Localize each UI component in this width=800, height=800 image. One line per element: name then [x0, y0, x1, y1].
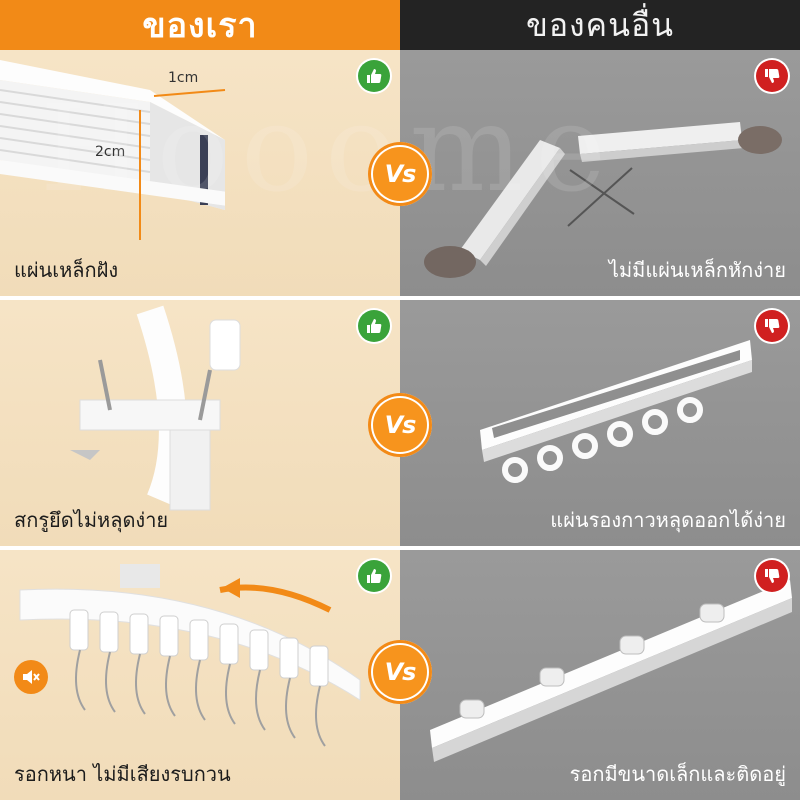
vs-badge: Vs — [368, 393, 432, 457]
row-divider — [0, 546, 800, 550]
header-ours-title: ของเรา — [142, 6, 258, 46]
caption-ours-thick-rollers: รอกหนา ไม่มีเสียงรบกวน — [14, 762, 231, 786]
caption-ours-steel-plate: แผ่นเหล็กฝัง — [14, 258, 119, 282]
small-rollers-image — [430, 580, 792, 762]
dim-height-label: 2cm — [95, 144, 126, 160]
thumbs-up-icon — [358, 560, 390, 592]
panel-ours-screw-mount: สกรูยึดไม่หลุดง่าย — [0, 300, 400, 546]
screw-mount-image — [70, 305, 241, 511]
thumbs-down-icon — [756, 560, 788, 592]
panel-theirs-adhesive-rail: แผ่นรองกาวหลุดออกได้ง่าย — [400, 300, 800, 546]
broken-rail-image — [424, 122, 782, 278]
thumbs-down-icon — [756, 60, 788, 92]
adhesive-rail-image — [480, 340, 752, 483]
thumbs-down-icon — [756, 310, 788, 342]
dim-width-label: 1cm — [168, 70, 199, 86]
mute-speaker-icon — [14, 660, 48, 694]
vs-label: Vs — [384, 658, 417, 686]
panel-theirs-small-rollers: รอกมีขนาดเล็กและติดอยู่ — [400, 550, 800, 800]
vs-badge: Vs — [368, 640, 432, 704]
thumbs-up-icon — [358, 60, 390, 92]
vs-label: Vs — [384, 411, 417, 439]
header-ours: ของเรา — [0, 0, 400, 50]
panel-ours-steel-plate: 1cm 2cm แผ่นเหล็กฝัง — [0, 50, 400, 296]
panel-theirs-broken-rail: ไม่มีแผ่นเหล็กหักง่าย — [400, 50, 800, 296]
caption-ours-screw-mount: สกรูยึดไม่หลุดง่าย — [14, 508, 169, 532]
header-theirs-title: ของคนอื่น — [525, 5, 675, 44]
thick-rollers-image — [19, 564, 361, 747]
caption-theirs-broken-rail: ไม่มีแผ่นเหล็กหักง่าย — [608, 258, 786, 282]
vs-label: Vs — [384, 160, 417, 188]
caption-theirs-adhesive-rail: แผ่นรองกาวหลุดออกได้ง่าย — [550, 508, 786, 532]
row-divider — [0, 296, 800, 300]
thumbs-up-icon — [358, 310, 390, 342]
rail-profile-image — [0, 60, 226, 240]
caption-theirs-small-rollers: รอกมีขนาดเล็กและติดอยู่ — [569, 762, 786, 786]
panel-ours-thick-rollers: รอกหนา ไม่มีเสียงรบกวน — [0, 550, 400, 800]
header-theirs: ของคนอื่น — [400, 0, 800, 50]
vs-badge: Vs — [368, 142, 432, 206]
